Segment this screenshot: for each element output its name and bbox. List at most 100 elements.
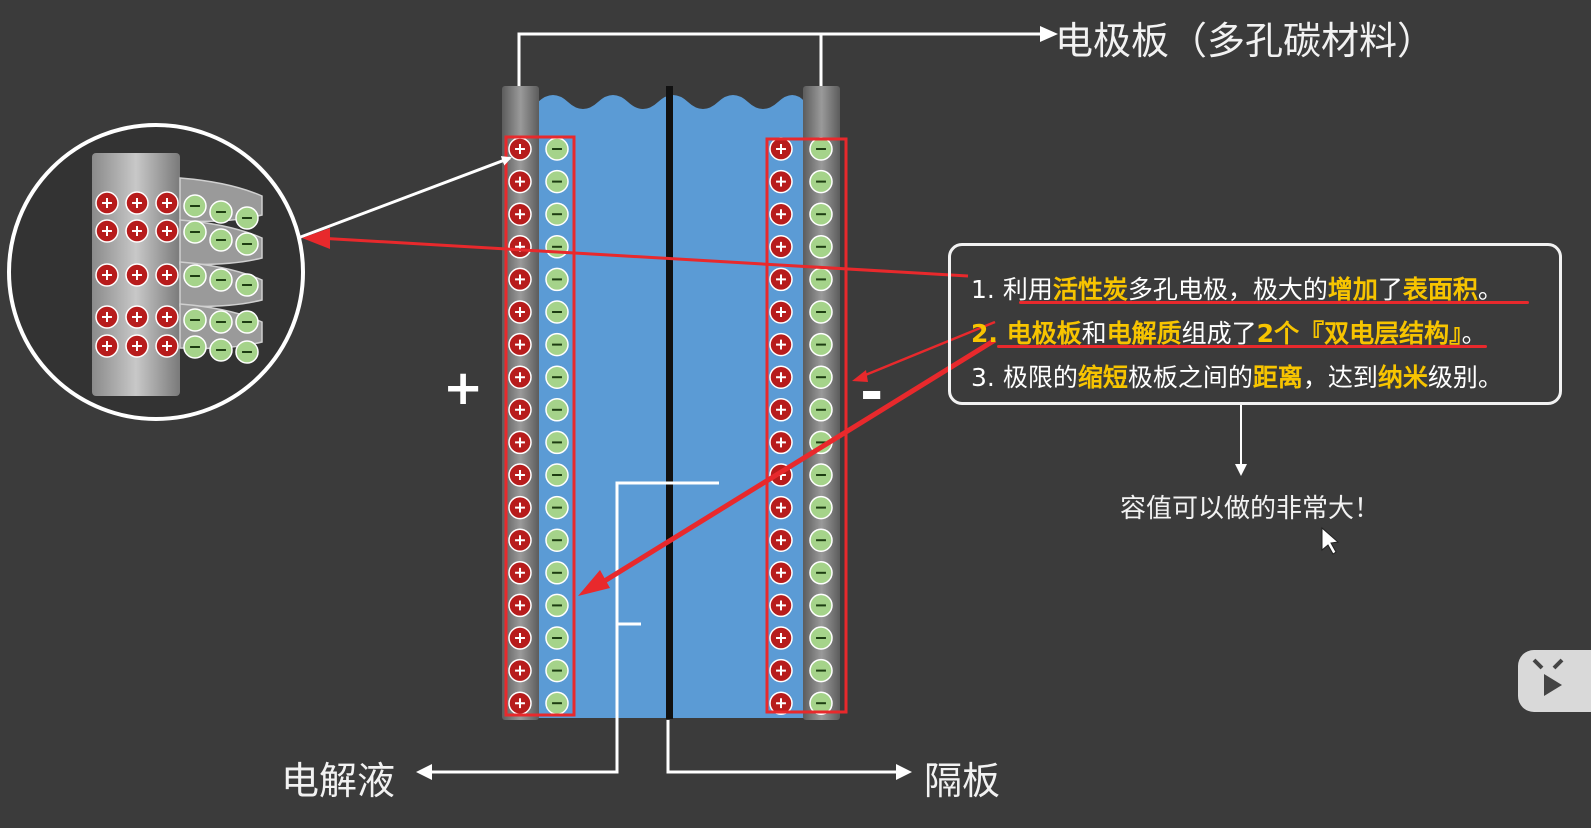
positive-ion — [769, 658, 793, 683]
positive-ion — [769, 593, 793, 618]
cursor-icon — [1321, 526, 1340, 555]
positive-ion — [125, 219, 149, 243]
negative-ion — [545, 202, 569, 226]
highlight-term: 纳米 — [1377, 363, 1428, 392]
positive-ion — [508, 463, 532, 487]
positive-ion — [769, 137, 793, 161]
positive-ion — [95, 334, 119, 358]
negative-ion — [545, 658, 569, 683]
positive-ion — [508, 332, 532, 357]
negative-ion — [545, 137, 569, 161]
positive-terminal-sign: + — [443, 360, 484, 416]
negative-ion — [809, 398, 833, 422]
positive-ion — [125, 263, 149, 287]
negative-ion — [183, 308, 207, 332]
negative-ion — [183, 335, 207, 359]
negative-ion — [809, 463, 833, 487]
positive-ion — [508, 365, 532, 389]
positive-ion — [508, 430, 532, 455]
positive-ion — [95, 305, 119, 329]
point-number: 2. — [971, 319, 1007, 348]
highlight-term: 距离 — [1252, 363, 1303, 392]
conclusion-arrow-head — [1235, 464, 1247, 476]
positive-ion — [508, 495, 532, 520]
negative-ion — [183, 220, 207, 244]
negative-ion — [809, 267, 833, 292]
underline-point-1 — [1019, 301, 1529, 304]
negative-ion — [809, 365, 833, 389]
positive-ion — [155, 191, 179, 215]
positive-ion — [508, 398, 532, 422]
point-text: ，达到 — [1302, 363, 1378, 392]
positive-ion — [769, 495, 793, 520]
positive-ion — [125, 305, 149, 329]
positive-ion — [769, 626, 793, 650]
positive-ion — [508, 169, 532, 194]
electrode-arrow-head — [1040, 26, 1058, 42]
positive-ion — [125, 191, 149, 215]
positive-ion — [155, 263, 179, 287]
negative-ion — [809, 626, 833, 650]
positive-ion — [769, 300, 793, 324]
key-points-box: 1. 利用活性炭多孔电极，极大的增加了表面积。 2. 电极板和电解质组成了2个『… — [948, 243, 1562, 405]
negative-ion — [209, 228, 233, 252]
double-layer-box-right — [765, 137, 848, 714]
negative-ion — [235, 206, 259, 230]
point-number: 1. — [971, 275, 1003, 304]
point-text: 利用 — [1002, 275, 1053, 304]
positive-ion — [769, 561, 793, 585]
negative-ion — [809, 495, 833, 520]
key-point-2: 2. 电极板和电解质组成了2个『双电层结构』。 — [971, 314, 1487, 350]
negative-ion — [209, 200, 233, 224]
point-text: 。 — [1461, 319, 1487, 348]
negative-ion — [235, 310, 259, 334]
separator-pointer — [666, 720, 896, 774]
zoom-detail-circle — [7, 123, 305, 421]
positive-ion — [95, 191, 119, 215]
negative-ion — [209, 310, 233, 334]
highlight-term: 活性炭 — [1052, 275, 1128, 304]
negative-ion — [235, 340, 259, 364]
positive-ion — [769, 267, 793, 292]
positive-ion — [769, 235, 793, 259]
positive-ion — [95, 219, 119, 243]
positive-ion — [508, 235, 532, 259]
positive-ion — [155, 219, 179, 243]
negative-ion — [209, 268, 233, 292]
positive-ion — [508, 691, 532, 715]
negative-ion — [809, 137, 833, 161]
negative-ion — [809, 332, 833, 357]
double-layer-box-left — [504, 135, 576, 717]
point-text: 组成了 — [1181, 319, 1257, 348]
underline-point-2 — [997, 345, 1487, 348]
positive-ion — [508, 202, 532, 226]
negative-ion — [809, 561, 833, 585]
positive-ion — [769, 365, 793, 389]
point-number: 3. — [971, 363, 1003, 392]
negative-ion — [545, 691, 569, 715]
negative-ion — [545, 267, 569, 292]
positive-ion — [508, 593, 532, 618]
negative-ion — [809, 691, 833, 715]
electrode-bracket — [517, 32, 1040, 86]
positive-ion — [769, 202, 793, 226]
positive-ion — [769, 169, 793, 194]
positive-ion — [508, 137, 532, 161]
negative-ion — [209, 338, 233, 362]
positive-ion — [508, 267, 532, 292]
negative-ion — [545, 495, 569, 520]
positive-ion — [508, 658, 532, 683]
negative-ion — [545, 593, 569, 618]
negative-ion — [545, 365, 569, 389]
negative-ion — [809, 528, 833, 552]
negative-ion — [809, 593, 833, 618]
negative-ion — [545, 430, 569, 455]
point-text: 。 — [1477, 275, 1503, 304]
negative-ion — [545, 235, 569, 259]
bilibili-tv-icon[interactable] — [1518, 650, 1591, 712]
positive-ion — [769, 430, 793, 455]
electrode-label: 电极板（多孔碳材料） — [1055, 19, 1436, 63]
negative-ion — [809, 658, 833, 683]
negative-ion — [545, 398, 569, 422]
electrolyte-pointer — [432, 481, 719, 774]
